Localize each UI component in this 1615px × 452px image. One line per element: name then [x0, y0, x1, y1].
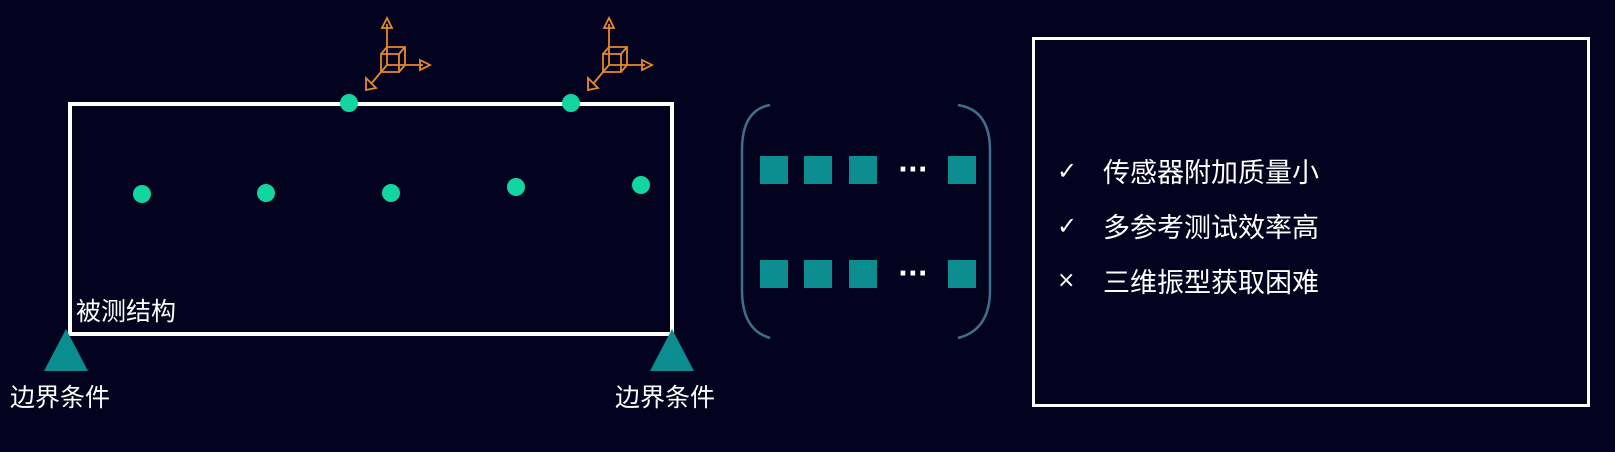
left-support-triangle	[44, 329, 88, 371]
check-icon: ✓	[1057, 211, 1078, 240]
right-support-label: 边界条件	[615, 383, 716, 412]
feature-text: 多参考测试效率高	[1103, 213, 1319, 244]
feature-item: ✓ 多参考测试效率高	[1057, 206, 1319, 245]
measurement-point	[257, 184, 275, 202]
matrix-cell	[804, 156, 832, 184]
matrix-ellipsis: ···	[898, 155, 928, 185]
triaxial-sensor-icon	[587, 17, 653, 91]
features-panel: ✓ 传感器附加质量小 ✓ 多参考测试效率高 × 三维振型获取困难	[1032, 37, 1590, 407]
feature-item: × 三维振型获取困难	[1057, 261, 1319, 300]
structure-frame	[68, 102, 674, 336]
matrix-right-bracket	[957, 103, 992, 340]
reference-sensor-point	[562, 94, 580, 112]
matrix-cell	[948, 156, 976, 184]
cross-icon: ×	[1057, 268, 1076, 293]
left-support-label: 边界条件	[10, 383, 111, 412]
matrix-ellipsis: ···	[898, 259, 928, 289]
reference-sensor-point	[340, 94, 358, 112]
matrix-cell	[760, 156, 788, 184]
matrix-cell	[760, 260, 788, 288]
measurement-point	[133, 185, 151, 203]
feature-item: ✓ 传感器附加质量小	[1057, 151, 1319, 190]
matrix-cell	[849, 156, 877, 184]
structure-label: 被测结构	[76, 297, 177, 326]
matrix-left-bracket	[740, 103, 771, 340]
right-support-triangle	[650, 329, 694, 371]
matrix-cell	[948, 260, 976, 288]
measurement-point	[382, 184, 400, 202]
matrix-cell	[849, 260, 877, 288]
measurement-point	[507, 178, 525, 196]
triaxial-sensor-icon	[365, 17, 431, 91]
feature-text: 传感器附加质量小	[1103, 158, 1319, 189]
measurement-point	[632, 176, 650, 194]
matrix-cell	[804, 260, 832, 288]
feature-text: 三维振型获取困难	[1103, 268, 1319, 299]
check-icon: ✓	[1057, 156, 1078, 185]
